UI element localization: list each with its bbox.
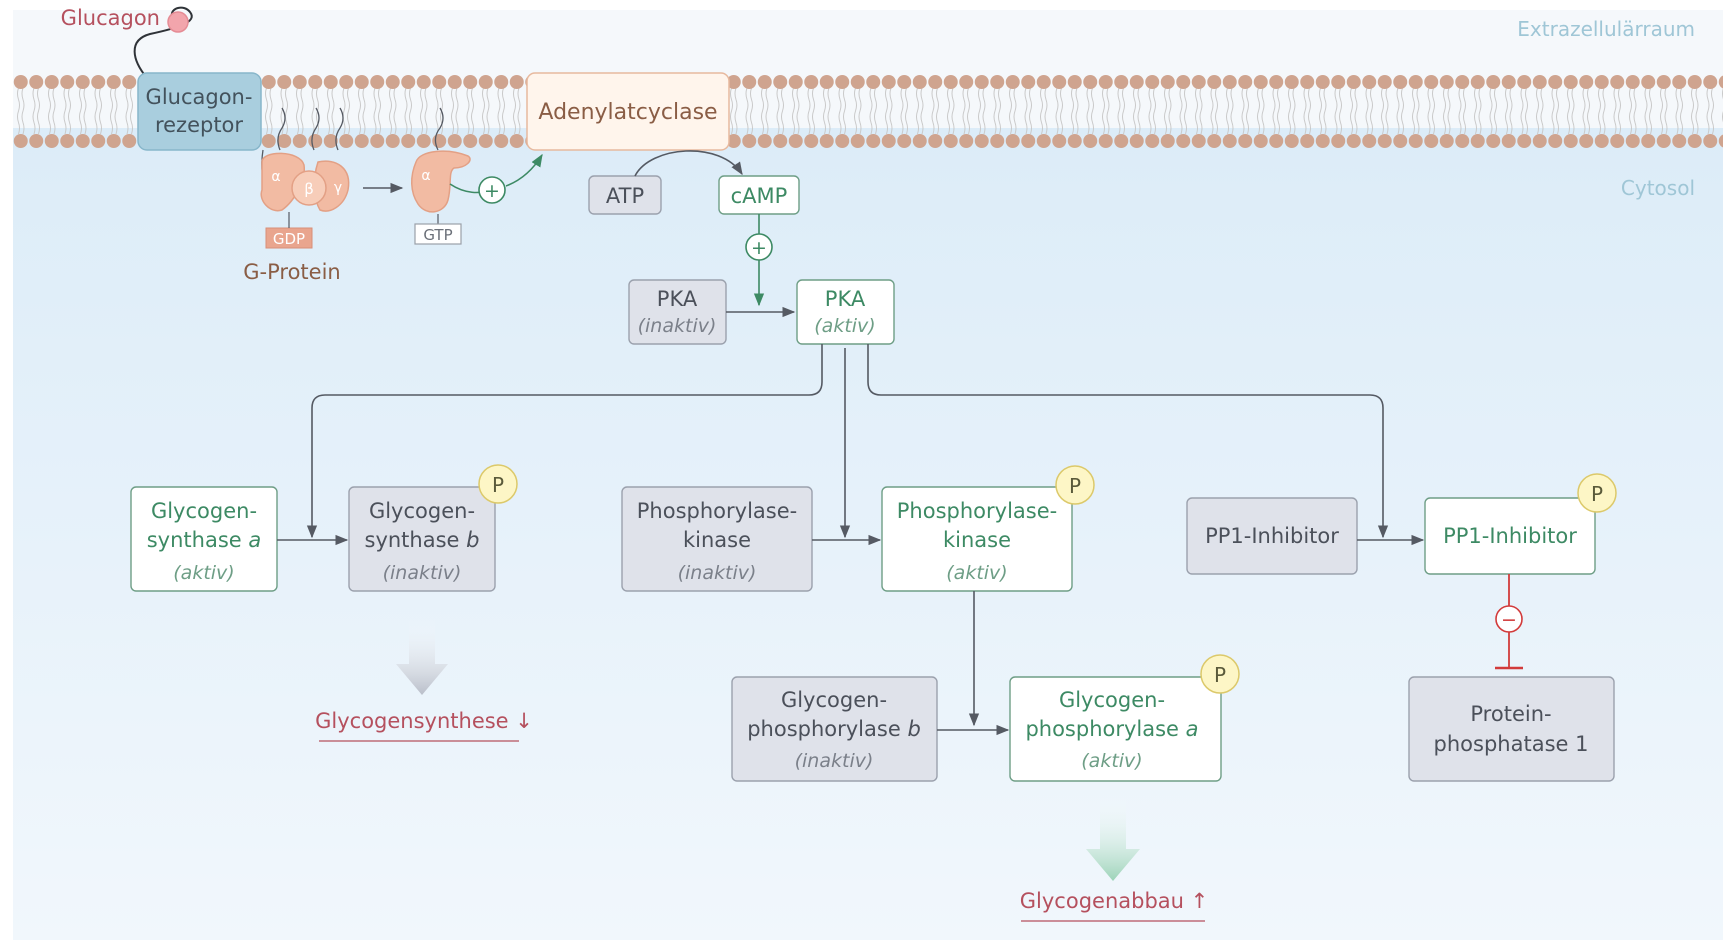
outcome-breakdown: Glycogenabbau ↑ — [1020, 889, 1208, 913]
synthesis-down-arrow — [396, 618, 448, 695]
pp1i-inactive-label: PP1-Inhibitor — [1205, 524, 1339, 548]
gp-b-line1: Glycogen- — [781, 688, 887, 712]
gs-a-line1: Glycogen- — [151, 499, 257, 523]
gprotein-label: G-Protein — [243, 260, 340, 284]
plus-to-ac-arrow — [505, 153, 543, 187]
atp-box: ATP — [588, 175, 662, 215]
phk-inactive-line1: Phosphorylase- — [637, 499, 797, 523]
plus-pka-text: + — [751, 237, 767, 259]
phosphorylasekinase-inactive-box: Phosphorylase- kinase (inaktiv) — [621, 486, 813, 592]
gtp-label: GTP — [423, 226, 452, 244]
cell-membrane — [13, 74, 1723, 149]
pka-active-name: PKA — [825, 287, 866, 311]
pka-inactive-state: (inaktiv) — [638, 315, 717, 337]
receptor-line1: Glucagon- — [146, 85, 253, 109]
pka-to-glycogensynthase-arrow — [306, 344, 823, 539]
gp-a-line2: phosphorylase a — [1025, 717, 1198, 741]
glucagon-ligand — [133, 6, 193, 79]
receptor-line2: rezeptor — [155, 113, 243, 137]
gprotein-beta: β — [304, 180, 314, 198]
glucagon-label: Glucagon — [61, 6, 160, 30]
pp1-line1: Protein- — [1470, 702, 1551, 726]
glycogensynthase-b-box: Glycogen- synthase b (inaktiv) — [348, 486, 496, 592]
g-protein-trimer: α β γ GDP — [260, 107, 350, 249]
gs-b-state: (inaktiv) — [383, 562, 462, 584]
gprotein-alpha: α — [271, 169, 280, 185]
gp-b-state: (inaktiv) — [795, 750, 874, 772]
phospho-badge-phk: P — [1055, 465, 1095, 505]
gdp-label: GDP — [273, 230, 305, 248]
glycogensynthase-a-box: Glycogen- synthase a (aktiv) — [130, 486, 278, 592]
minus-sign-pp1: − — [1495, 605, 1523, 633]
pka-inactive-box: PKA (inaktiv) — [628, 279, 727, 345]
svg-text:P: P — [1069, 474, 1081, 498]
pp1i-active-label: PP1-Inhibitor — [1443, 524, 1577, 548]
phk-inactive-state: (inaktiv) — [678, 562, 757, 584]
svg-text:−: − — [1501, 609, 1517, 631]
phosphorylasekinase-active-box: Phosphorylase- kinase (aktiv) — [881, 486, 1073, 592]
gs-b-line2: synthase b — [365, 528, 480, 552]
atp-to-camp-arrow — [634, 150, 743, 177]
phk-active-line1: Phosphorylase- — [897, 499, 1057, 523]
phk-active-state: (aktiv) — [946, 562, 1007, 584]
g-alpha-gtp: α GTP — [411, 107, 471, 245]
glycogenphosphorylase-b-box: Glycogen- phosphorylase b (inaktiv) — [731, 676, 938, 782]
pp1inhibitor-active-box: PP1-Inhibitor — [1424, 497, 1596, 575]
pka-active-state: (aktiv) — [814, 315, 875, 337]
gs-a-line2: synthase a — [147, 528, 262, 552]
gs-a-state: (aktiv) — [173, 562, 234, 584]
glucagon-receptor: Glucagon- rezeptor — [137, 72, 262, 151]
adenylatcyclase-label: Adenylatcyclase — [538, 100, 717, 125]
gp-a-state: (aktiv) — [1081, 750, 1142, 772]
gp-a-line1: Glycogen- — [1059, 688, 1165, 712]
svg-text:P: P — [1591, 482, 1603, 506]
proteinphosphatase1-box: Protein- phosphatase 1 — [1408, 676, 1615, 782]
atp-label: ATP — [606, 184, 644, 208]
svg-text:P: P — [1214, 663, 1226, 687]
gp-b-line2: phosphorylase b — [747, 717, 921, 741]
plus-sign-pka: + — [745, 233, 773, 261]
plus-ac-text: + — [484, 180, 500, 202]
svg-text:P: P — [492, 473, 504, 497]
gs-b-line1: Glycogen- — [369, 499, 475, 523]
pka-inactive-name: PKA — [657, 287, 698, 311]
cytosol-label: Cytosol — [1621, 176, 1695, 200]
pka-active-box: PKA (aktiv) — [796, 279, 895, 345]
pp1inhibitor-inactive-box: PP1-Inhibitor — [1186, 497, 1358, 575]
gprotein-gamma: γ — [334, 180, 342, 196]
breakdown-up-arrow — [1086, 796, 1140, 881]
phk-inactive-line2: kinase — [683, 528, 751, 552]
galpha-alpha: α — [421, 168, 430, 184]
glycogenphosphorylase-a-box: Glycogen- phosphorylase a (aktiv) — [1009, 676, 1222, 782]
outcome-synthesis: Glycogensynthese ↓ — [315, 709, 533, 733]
phk-active-line2: kinase — [943, 528, 1011, 552]
phospho-badge-gs: P — [478, 464, 518, 504]
phospho-badge-pp1i: P — [1577, 473, 1617, 513]
phospho-badge-gp: P — [1200, 654, 1240, 694]
camp-label: cAMP — [731, 184, 788, 208]
camp-box: cAMP — [718, 175, 800, 215]
pp1-line2: phosphatase 1 — [1434, 732, 1589, 756]
extracellular-label: Extrazellulärraum — [1517, 17, 1695, 41]
plus-sign-ac: + — [478, 176, 506, 204]
pka-to-pp1inhibitor-arrow — [867, 344, 1389, 539]
adenylatcyclase-box: Adenylatcyclase — [526, 72, 730, 151]
